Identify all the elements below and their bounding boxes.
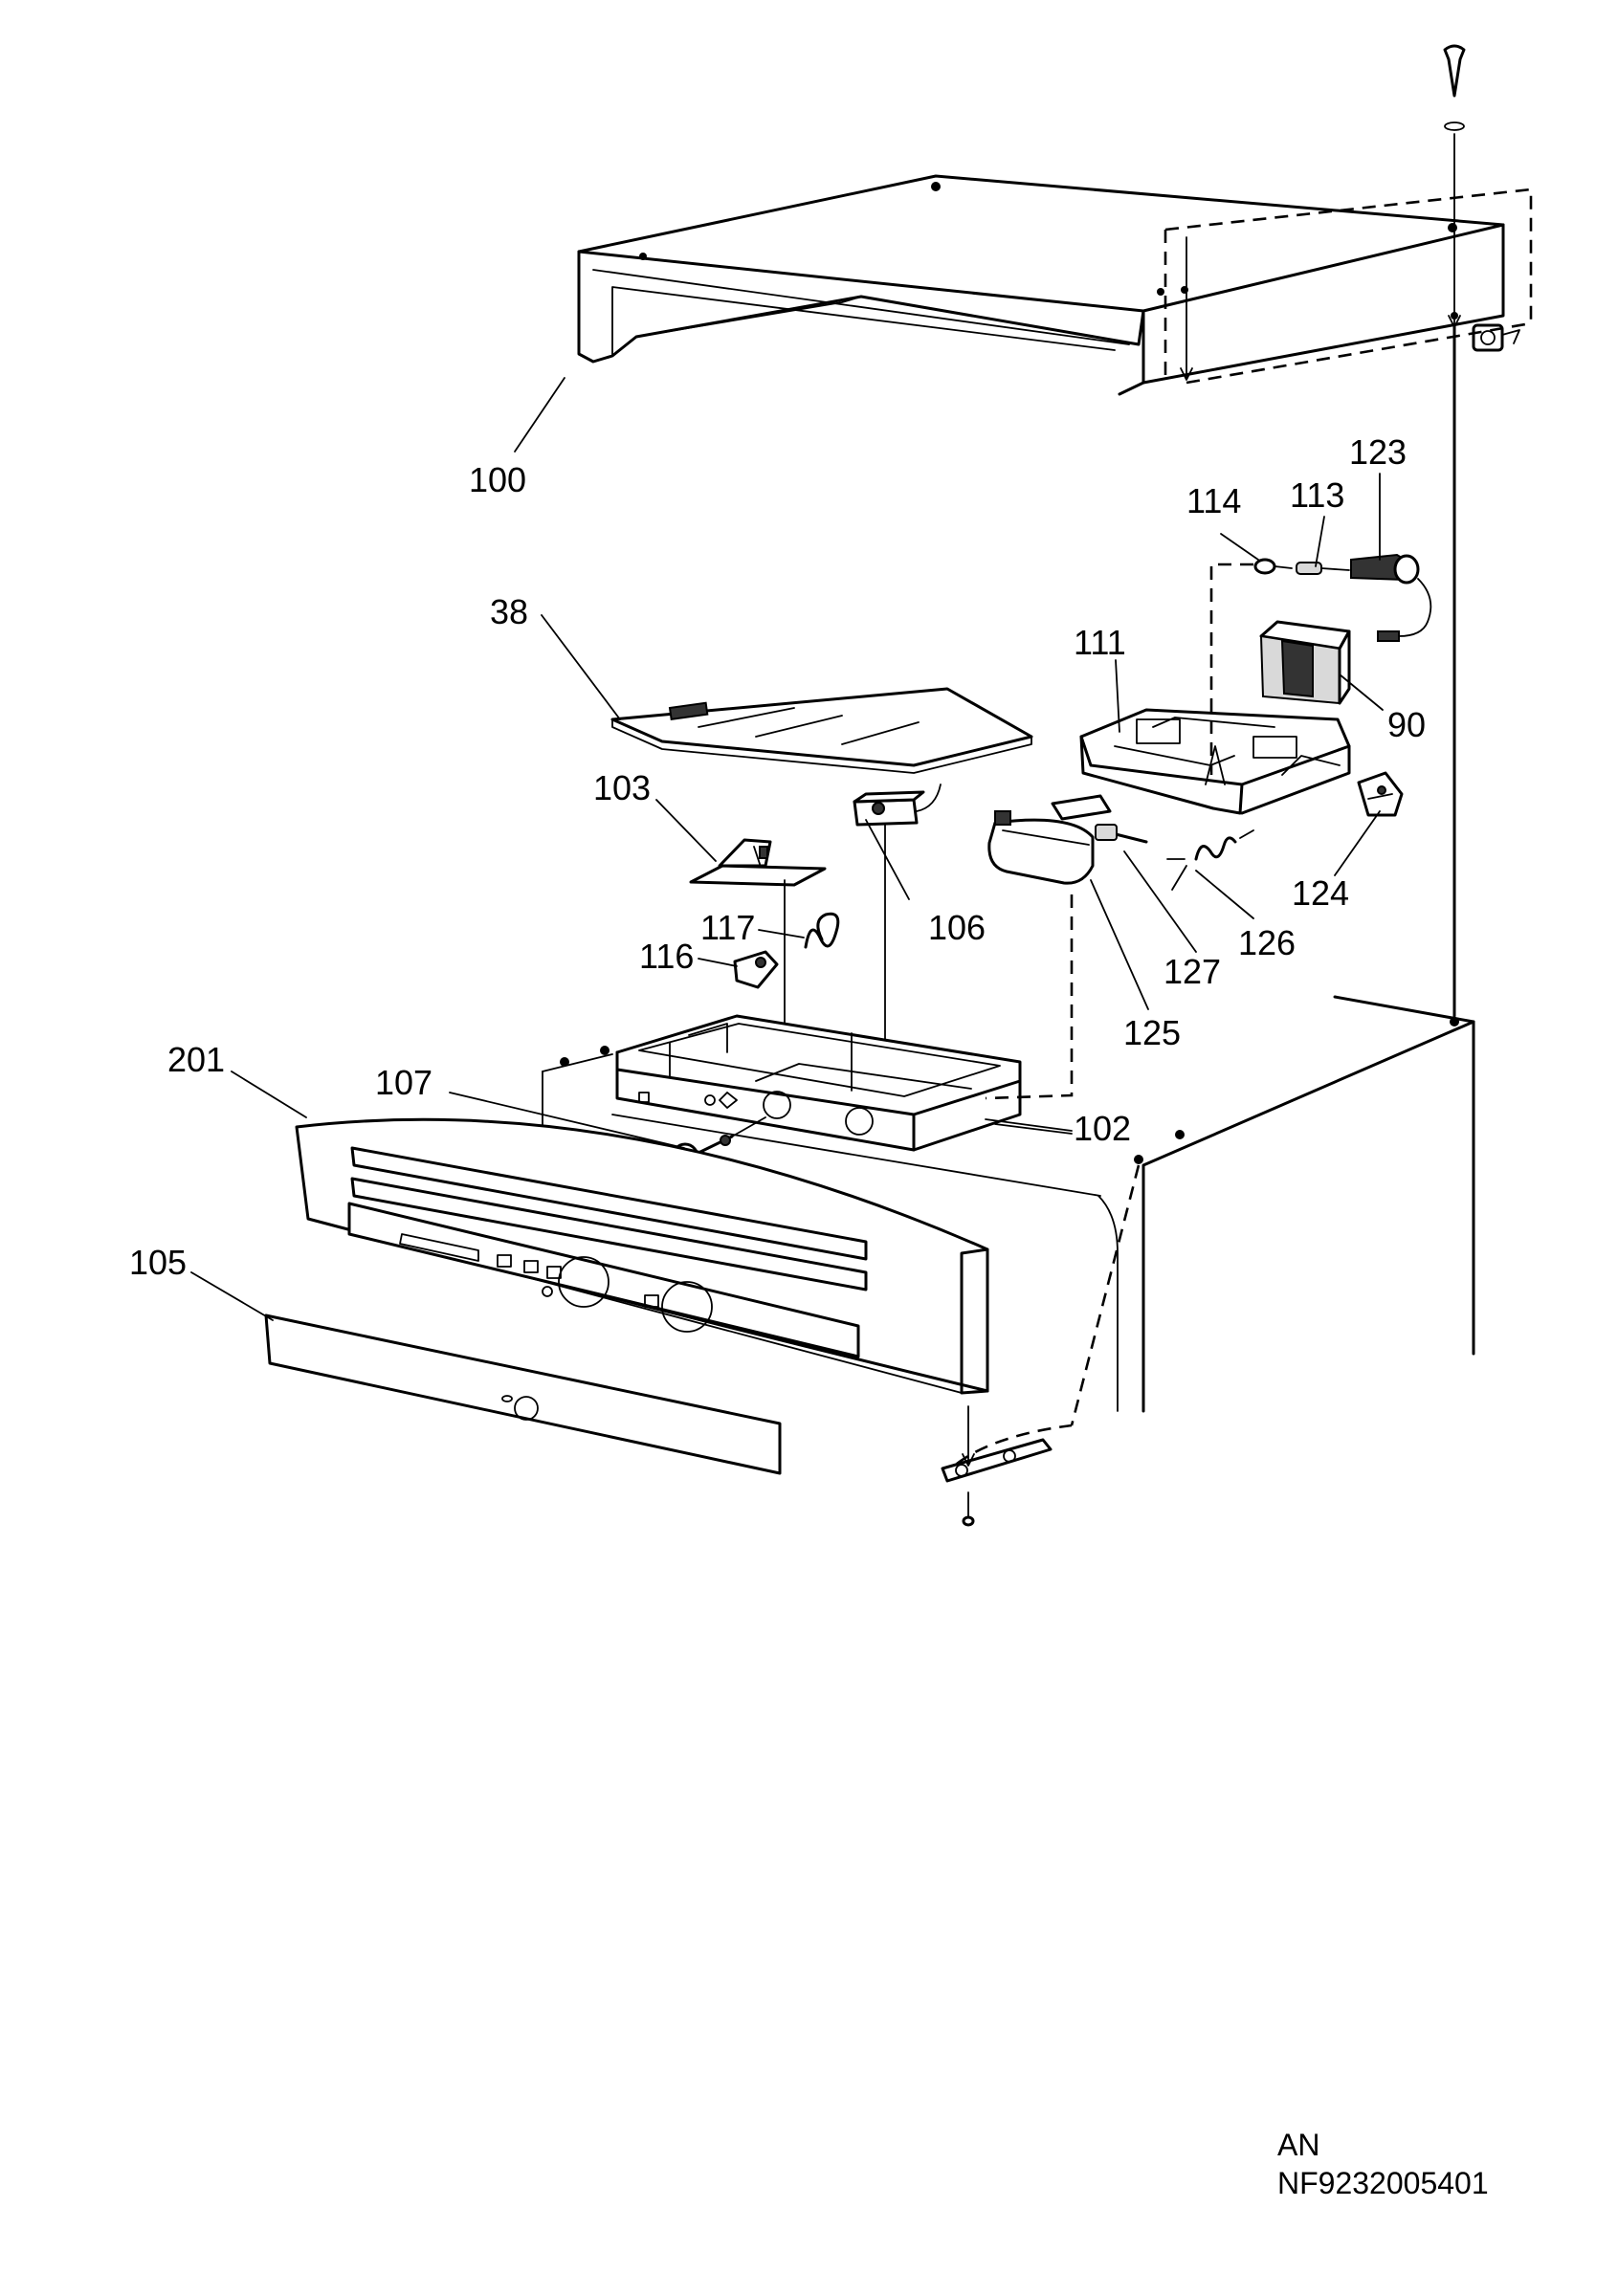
part-labels: 100 38 103 106 117 116 201 107 102 105 1…: [129, 432, 1426, 1282]
part-116-clip: [733, 950, 779, 989]
part-125-handle: [987, 810, 1095, 885]
cable-114: [1209, 563, 1253, 775]
cable-125-to-102: [985, 894, 1074, 1100]
top-screw-and-washer: [1180, 44, 1520, 381]
part-127-shaft: [1051, 794, 1148, 844]
label-100: 100: [469, 460, 526, 499]
label-113: 113: [1290, 475, 1344, 515]
hidden-outline-top-right: [1164, 188, 1533, 385]
cabinet-body: [542, 323, 1475, 1413]
label-125: 125: [1123, 1013, 1181, 1052]
label-123: 123: [1349, 432, 1407, 472]
part-126-spring: [1166, 829, 1254, 891]
part-201-front-panel: [295, 1117, 989, 1395]
drawing-code-line-2: NF9232005401: [1277, 2166, 1489, 2200]
label-102: 102: [1074, 1109, 1131, 1148]
label-38: 38: [490, 592, 528, 631]
label-116: 116: [639, 937, 694, 976]
label-106: 106: [928, 908, 986, 947]
drawing-code-line-1: AN: [1277, 2128, 1320, 2162]
label-90: 90: [1387, 705, 1426, 744]
part-114-lamp: [1253, 558, 1293, 575]
label-117: 117: [700, 908, 755, 947]
part-123-lampholder: [1350, 553, 1432, 642]
part-106-module: [853, 784, 942, 1055]
part-103-bracket: [689, 838, 827, 887]
part-124-hinge-bracket: [1357, 771, 1404, 817]
part-113-socket: [1296, 562, 1350, 575]
label-126: 126: [1238, 923, 1296, 962]
part-105-lower-panel: [264, 1314, 782, 1475]
drawing-code: AN NF9232005401: [1277, 2126, 1489, 2202]
label-105: 105: [129, 1243, 187, 1282]
part-90-transformer: [1259, 620, 1351, 705]
leader-lines: [190, 377, 1384, 1321]
part-102-control-box: [615, 1014, 1073, 1152]
label-127: 127: [1164, 952, 1221, 991]
label-107: 107: [375, 1063, 432, 1102]
part-100-top-cover: [577, 174, 1505, 396]
label-103: 103: [593, 768, 651, 807]
label-114: 114: [1186, 481, 1241, 520]
bottom-hinge: [941, 1164, 1141, 1527]
part-38-plate: [610, 687, 1033, 774]
label-111: 111: [1074, 623, 1126, 662]
label-201: 201: [167, 1040, 225, 1079]
label-124: 124: [1292, 873, 1349, 913]
part-111-holder: [1079, 708, 1351, 815]
